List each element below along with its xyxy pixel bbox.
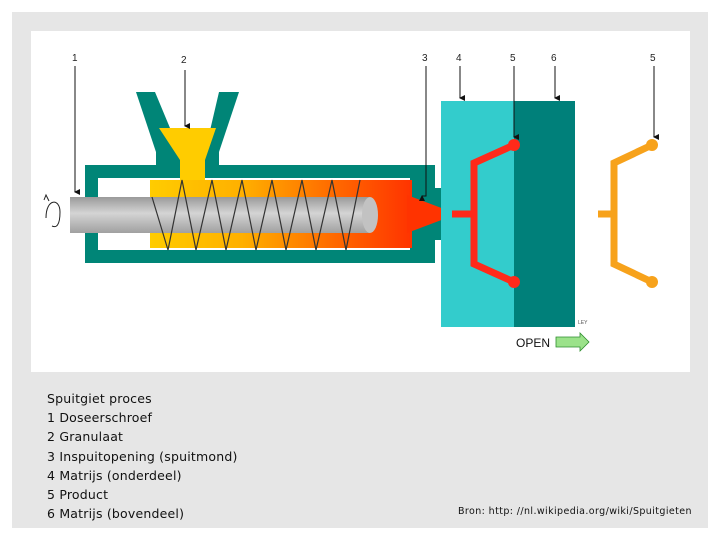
dosing-screw [70, 179, 378, 251]
caption-item-5: 5 Product [47, 487, 109, 503]
caption-item-4: 4 Matrijs (onderdeel) [47, 467, 182, 483]
caption-item-1: 1 Doseerschroef [47, 410, 153, 426]
callout-3: 3 [422, 53, 428, 64]
caption-title: Spuitgiet proces [47, 391, 152, 406]
hopper [136, 92, 239, 185]
nozzle-melt [407, 195, 452, 233]
open-arrow-icon [555, 332, 590, 352]
ejected-product [598, 141, 654, 286]
product-in-mold [452, 141, 516, 286]
open-label: OPEN [516, 336, 550, 350]
callout-arrows [74, 66, 659, 201]
callout-6: 6 [551, 53, 557, 64]
caption-item-2: 2 Granulaat [47, 429, 124, 445]
caption-list: Spuitgiet proces 1 Doseerschroef 2 Granu… [47, 389, 238, 523]
caption-item-3: 3 Inspuitopening (spuitmond) [47, 448, 238, 464]
callout-4: 4 [456, 53, 462, 64]
callout-5-ejected: 5 [650, 53, 656, 64]
caption-item-6: 6 Matrijs (bovendeel) [47, 506, 185, 522]
callout-labels: 1 2 3 4 5 6 5 [72, 53, 656, 66]
mold-upper-half [514, 101, 575, 327]
rotation-arrow-icon [45, 201, 61, 228]
callout-2: 2 [181, 55, 187, 66]
callout-1: 1 [72, 53, 78, 64]
callout-5: 5 [510, 53, 516, 64]
source-citation: Bron: http: //nl.wikipedia.org/wiki/Spui… [458, 506, 692, 517]
artist-mark: LEY [578, 320, 588, 326]
